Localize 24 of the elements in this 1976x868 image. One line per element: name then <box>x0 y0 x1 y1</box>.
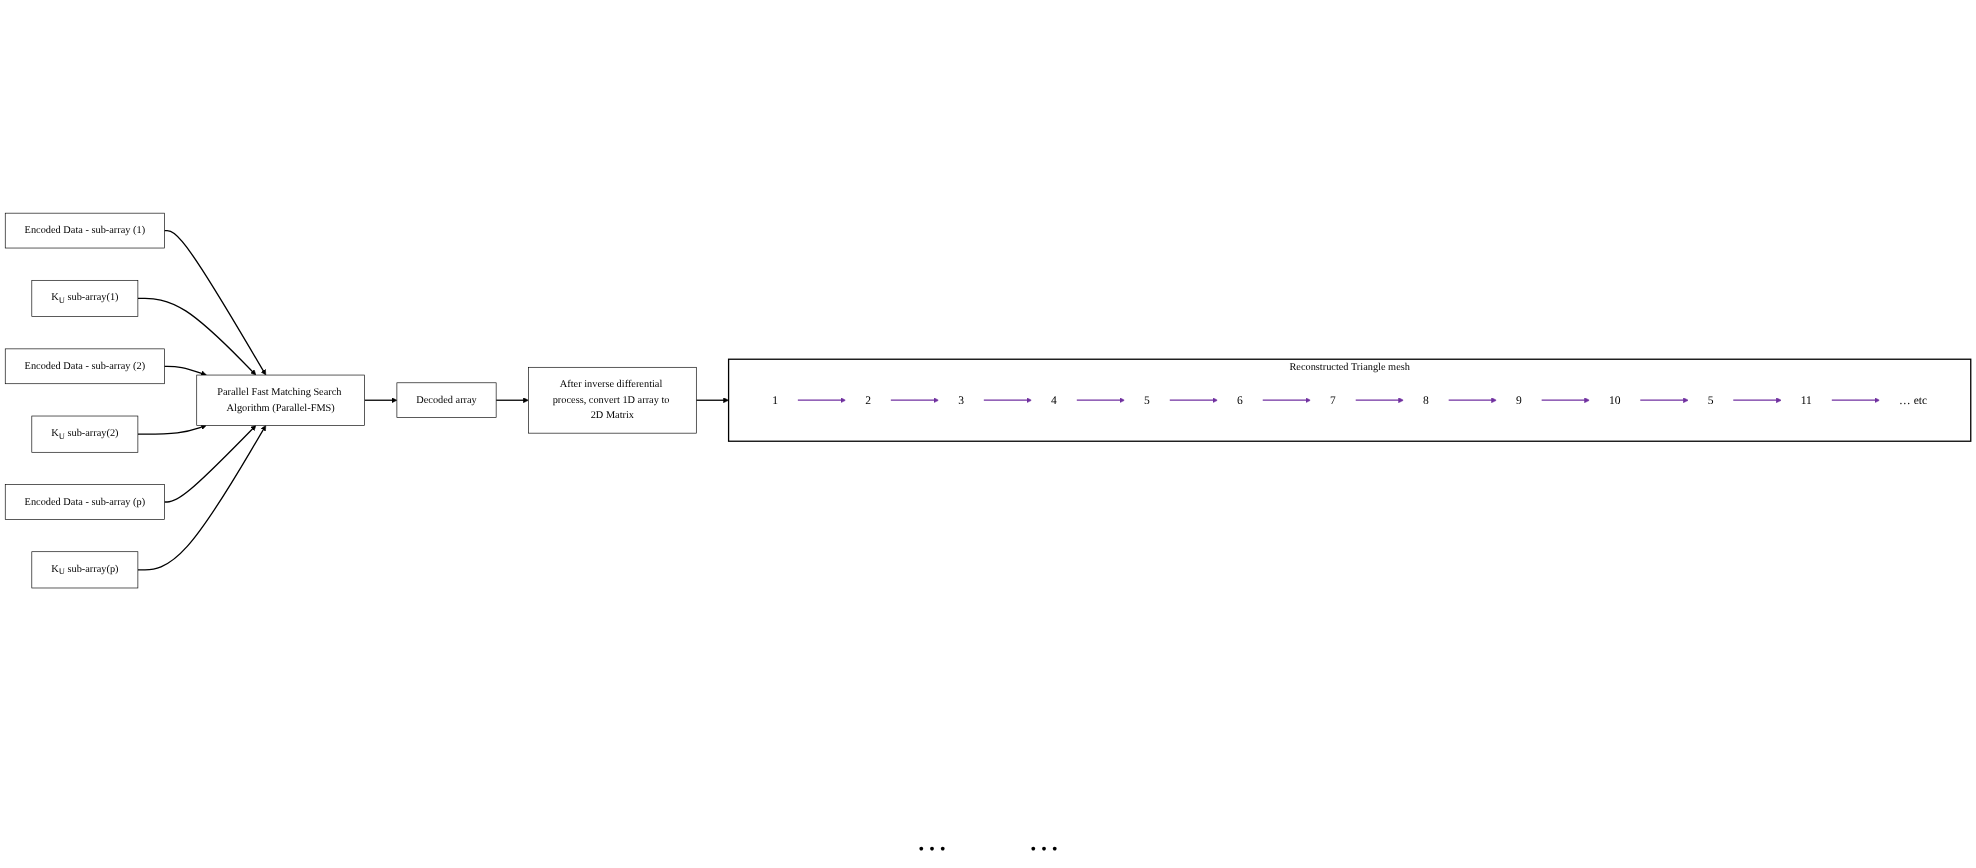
arrow <box>695 396 729 403</box>
cluster <box>727 358 1972 442</box>
arrow <box>363 396 398 403</box>
arrow <box>163 365 207 376</box>
arrow <box>982 396 1032 403</box>
arrow <box>1447 396 1497 403</box>
arrow <box>137 297 257 375</box>
arrow <box>1540 396 1590 403</box>
arrow <box>1168 396 1218 403</box>
arrow <box>1830 396 1880 403</box>
arrow <box>163 229 267 375</box>
arrow <box>495 396 529 403</box>
arrow <box>796 396 847 403</box>
arrow <box>889 396 939 403</box>
ellipsis-text: … <box>1028 824 1060 860</box>
arrow <box>1075 396 1125 403</box>
arrow <box>137 424 267 570</box>
arrow <box>1261 396 1311 403</box>
ellipsis-text: … <box>916 824 948 860</box>
arrow <box>163 424 257 503</box>
arrow <box>1639 396 1689 403</box>
arrow <box>137 423 207 435</box>
arrow <box>1354 396 1404 403</box>
arrow <box>1732 396 1782 403</box>
